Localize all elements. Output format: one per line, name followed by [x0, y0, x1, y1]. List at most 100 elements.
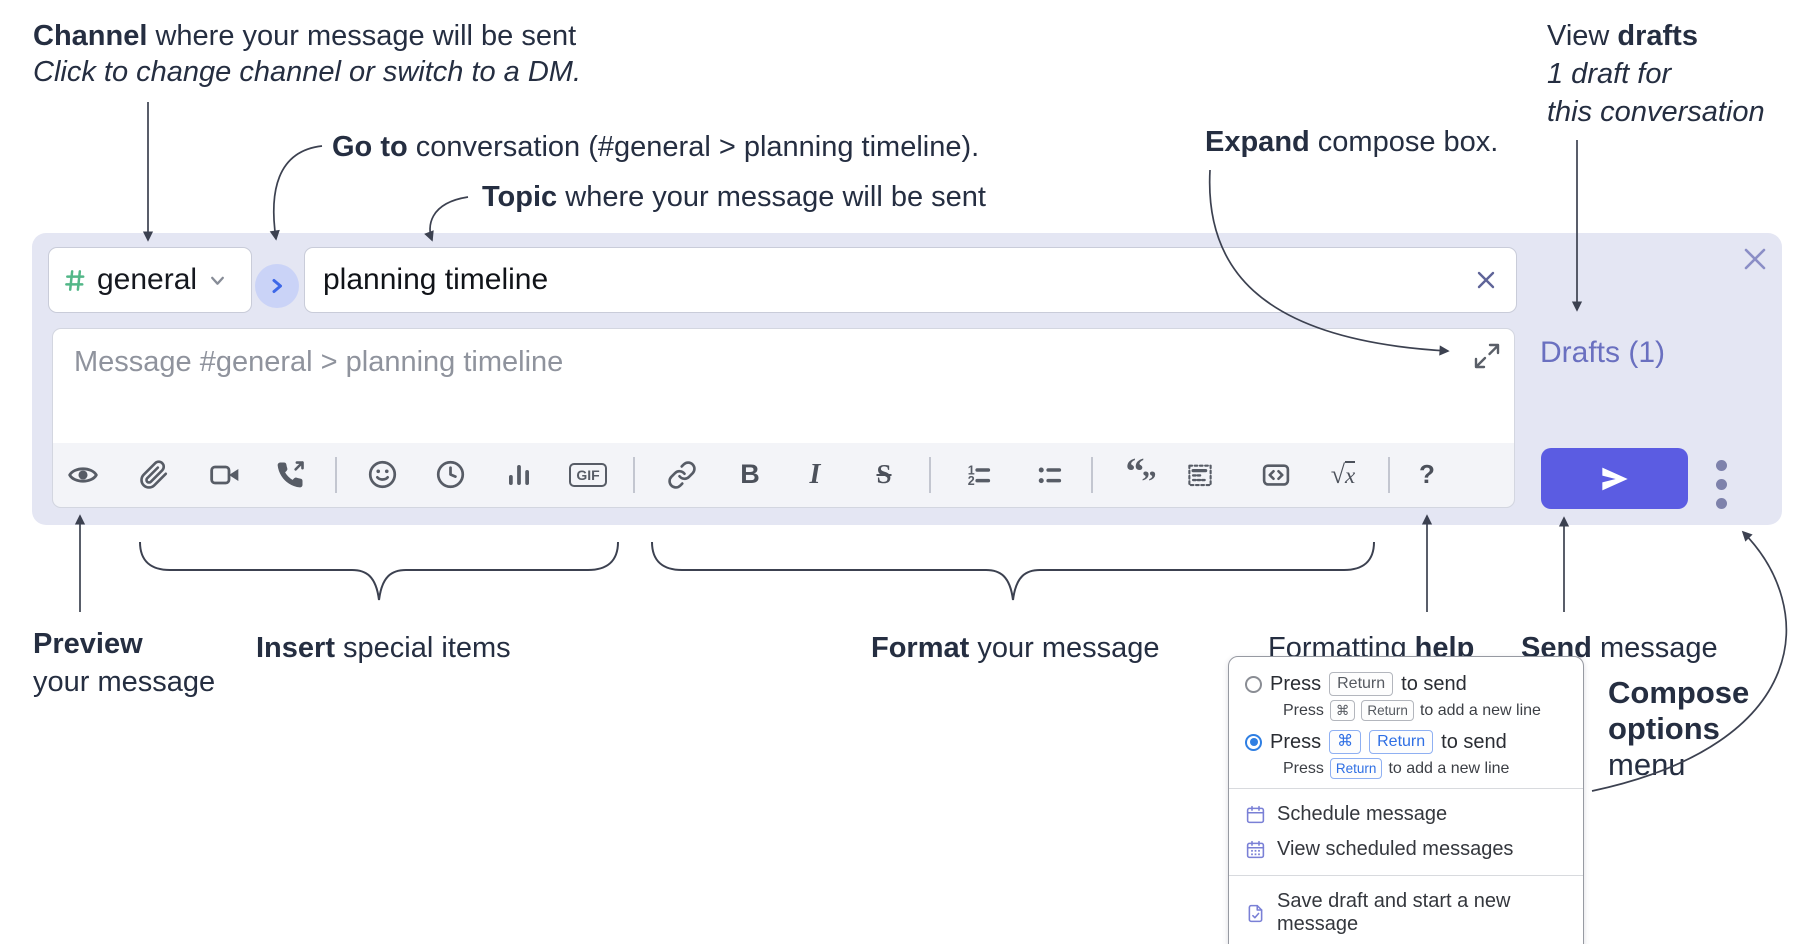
video-call-button[interactable]: [203, 443, 247, 506]
channel-annotation-sub: Click to change channel or switch to a D…: [33, 56, 582, 88]
option-text: Press: [1270, 672, 1322, 695]
menu-item-label: Save draft and start a new message: [1277, 890, 1511, 935]
svg-text:1: 1: [968, 463, 975, 477]
compose-options-annotation-line3: menu: [1608, 747, 1686, 782]
channel-name: general: [97, 263, 198, 296]
spoiler-button[interactable]: [1178, 443, 1222, 506]
toolbar-divider: [1388, 457, 1390, 493]
topic-annotation: Topic where your message will be sent: [482, 181, 986, 213]
close-compose-icon[interactable]: [1740, 244, 1770, 274]
drafts-link[interactable]: Drafts (1): [1540, 336, 1666, 369]
radio-selected-icon[interactable]: [1245, 733, 1262, 751]
expand-annotation: Expand compose box.: [1205, 126, 1499, 158]
formatting-help-button[interactable]: ?: [1405, 443, 1449, 506]
view-drafts-annotation-line3: this conversation: [1547, 96, 1765, 128]
chevron-down-icon: [211, 276, 225, 285]
compose-options-annotation: Compose: [1608, 675, 1750, 710]
toolbar-divider: [633, 457, 635, 493]
topic-value: planning timeline: [323, 263, 549, 296]
bold-icon: B: [740, 459, 760, 489]
math-icon: √x: [1330, 459, 1356, 489]
link-button[interactable]: [660, 443, 704, 506]
bulleted-list-button[interactable]: [1028, 443, 1072, 506]
toolbar-divider: [1091, 457, 1093, 493]
menu-option-return-to-send[interactable]: Press Return to send: [1245, 672, 1567, 696]
toolbar-divider: [929, 457, 931, 493]
compose-options-annotation-line2: options: [1608, 711, 1720, 746]
insert-annotation: Insert special items: [256, 632, 511, 664]
strikethrough-button[interactable]: S: [862, 443, 906, 506]
global-time-button[interactable]: [428, 443, 472, 506]
link-icon: [668, 460, 696, 489]
key-return: Return: [1329, 758, 1383, 779]
question-mark-icon: ?: [1419, 459, 1435, 489]
menu-option-cmd-return-to-send[interactable]: Press ⌘ Return to send: [1245, 730, 1567, 754]
key-cmd: ⌘: [1329, 700, 1356, 721]
code-icon: [1262, 463, 1290, 486]
goto-conversation-button[interactable]: [255, 264, 299, 308]
compose-options-menu: Press Return to send Press ⌘ Return to a…: [1228, 656, 1584, 944]
expand-diagonal-icon: [1474, 343, 1500, 369]
menu-divider: [1229, 875, 1583, 876]
gif-button[interactable]: GIF: [566, 443, 610, 506]
option-text: Press: [1270, 730, 1322, 753]
preview-annotation-line2: your message: [33, 666, 216, 698]
save-draft-icon: [1248, 904, 1263, 922]
video-camera-icon: [210, 465, 239, 484]
chevron-right-icon: [272, 279, 282, 293]
goto-annotation: Go to conversation (#general > planning …: [332, 131, 980, 163]
radio-unselected-icon[interactable]: [1245, 675, 1262, 693]
menu-item-label: View scheduled messages: [1277, 838, 1514, 860]
brace-insert: [139, 541, 619, 601]
send-button[interactable]: [1541, 448, 1688, 509]
key-return: Return: [1329, 672, 1394, 696]
key-return: Return: [1361, 700, 1414, 721]
preview-annotation: Preview: [33, 628, 143, 660]
menu-item-save-draft[interactable]: Save draft and start a new message: [1245, 884, 1567, 942]
spoiler-icon: [1188, 464, 1212, 486]
view-drafts-annotation: View drafts: [1547, 20, 1698, 52]
svg-text:2: 2: [968, 474, 975, 488]
math-button[interactable]: √x: [1321, 443, 1365, 506]
menu-item-schedule-message[interactable]: Schedule message: [1245, 797, 1567, 832]
quote-icon: “”: [1125, 451, 1157, 498]
voice-call-button[interactable]: [268, 443, 312, 506]
strikethrough-icon: S: [876, 459, 892, 489]
code-button[interactable]: [1254, 443, 1298, 506]
bulleted-list-icon: [1038, 467, 1062, 483]
view-drafts-annotation-line2: 1 draft for: [1547, 58, 1672, 90]
poll-button[interactable]: [497, 443, 541, 506]
bold-button[interactable]: B: [728, 443, 772, 506]
attach-file-button[interactable]: [132, 443, 176, 506]
bar-chart-icon: [509, 464, 529, 485]
hash-icon: [65, 269, 85, 291]
preview-button[interactable]: [61, 443, 105, 506]
numbered-list-icon: 12: [968, 463, 991, 488]
menu-item-label: Schedule message: [1277, 803, 1448, 825]
menu-option-sub: Press ⌘ Return to add a new line: [1283, 700, 1567, 721]
format-annotation: Format your message: [871, 632, 1160, 664]
brace-format: [651, 541, 1375, 601]
expand-compose-button[interactable]: [1470, 339, 1504, 373]
menu-item-view-scheduled[interactable]: View scheduled messages: [1245, 832, 1567, 867]
italic-button[interactable]: I: [793, 443, 837, 506]
gif-icon: GIF: [569, 462, 607, 487]
paperclip-icon: [140, 459, 168, 489]
emoji-button[interactable]: [360, 443, 404, 506]
phone-outgoing-icon: [277, 460, 304, 487]
toolbar-divider: [335, 457, 337, 493]
smiley-icon: [368, 460, 396, 489]
topic-input[interactable]: planning timeline: [304, 247, 1517, 313]
quote-button[interactable]: “”: [1119, 443, 1163, 506]
eye-icon: [68, 466, 98, 483]
option-text: to send: [1441, 730, 1507, 753]
send-icon: [1601, 467, 1628, 490]
channel-annotation: Channel where your message will be sent: [33, 20, 577, 52]
clear-topic-icon[interactable]: [1472, 266, 1500, 294]
arrow-goto: [269, 145, 323, 241]
channel-selector[interactable]: general: [48, 247, 252, 313]
compose-options-button[interactable]: [1716, 460, 1727, 509]
